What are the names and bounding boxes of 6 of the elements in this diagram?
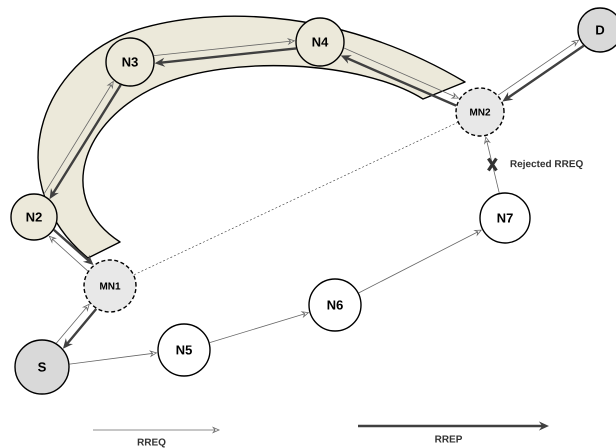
legend-label: RREQ [138, 438, 166, 448]
rreq-arrow [48, 236, 88, 272]
dashed-link [134, 122, 458, 276]
rreq-arrow [56, 304, 90, 344]
legend-label: RREP [435, 436, 462, 442]
edge-label: Rejected RREQ [510, 160, 583, 170]
